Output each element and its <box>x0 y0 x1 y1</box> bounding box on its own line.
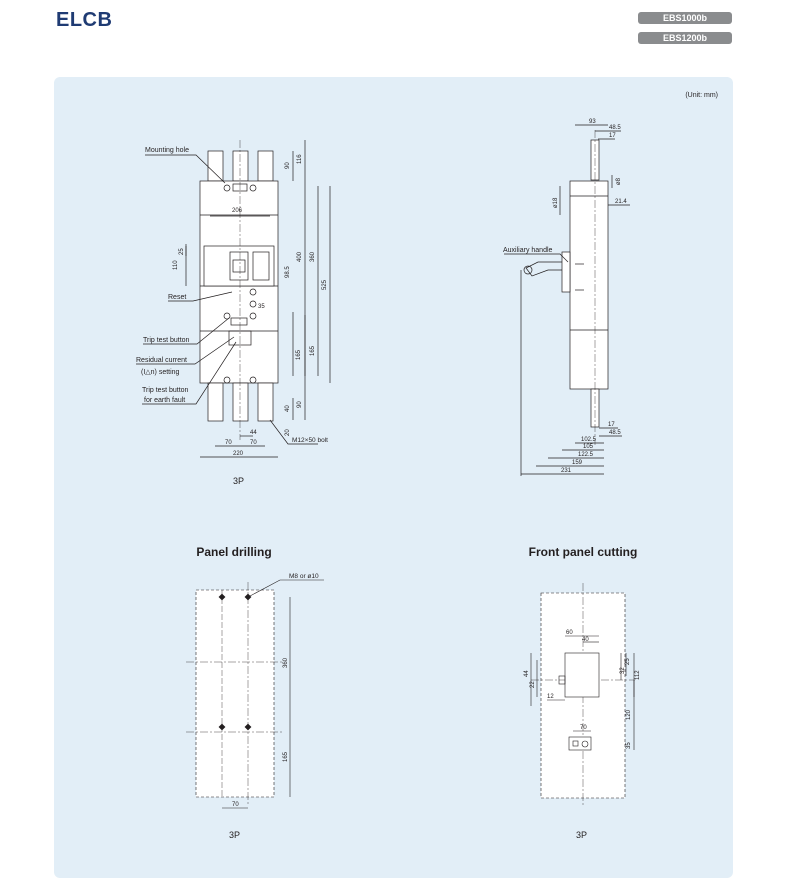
front-view-labels: Mounting hole Reset Trip test button Res… <box>136 147 328 486</box>
dim-159: 159 <box>572 460 583 466</box>
dim-165-a: 165 <box>296 349 302 360</box>
panel-drilling-drawing <box>186 579 324 809</box>
aux-handle-label: Auxiliary handle <box>503 247 553 254</box>
reset-label: Reset <box>168 294 186 301</box>
dim-32-cut: 32 <box>620 667 626 674</box>
dim-98-5: 98.5 <box>285 266 291 278</box>
dim-120-cut: 120 <box>626 709 632 720</box>
dim-90-top: 90 <box>285 162 291 169</box>
model-badge-2: EBS1200b <box>638 32 732 44</box>
unit-note: (Unit: mm) <box>685 92 718 99</box>
dim-105: 105 <box>583 444 594 450</box>
dim-122-5: 122.5 <box>578 452 594 458</box>
panel-drilling-caption: 3P <box>229 830 240 840</box>
model-badge-1: EBS1000b <box>638 12 732 24</box>
dim-70-b: 70 <box>250 440 257 446</box>
dim-70-cut: 70 <box>580 725 587 731</box>
dim-44: 44 <box>250 430 257 436</box>
dim-35-cut: 35 <box>626 742 632 749</box>
dim-360: 360 <box>310 251 316 262</box>
dim-21-4: 21.4 <box>615 199 627 205</box>
panel-drilling-title: Panel drilling <box>196 545 271 559</box>
dim-70-drill: 70 <box>232 802 239 808</box>
dim-25-cut: 25 <box>625 658 631 665</box>
dim-102-5: 102.5 <box>581 437 597 443</box>
dim-93: 93 <box>589 119 596 125</box>
dim-70-a: 70 <box>225 440 232 446</box>
page-title: ELCB <box>56 9 113 31</box>
dim-110: 110 <box>173 260 179 270</box>
dim-360-drill: 360 <box>283 657 289 668</box>
side-view-labels: Auxiliary handle 93 48.5 17 ø8 ø18 21.4 … <box>503 119 627 474</box>
dim-35: 35 <box>258 304 265 310</box>
front-panel-cutting-labels: 60 40 22 44 25 32 112 12 70 120 35 3P <box>524 630 641 840</box>
front-view <box>136 140 331 458</box>
dim-48-5-bottom: 48.5 <box>609 430 621 436</box>
dim-20: 20 <box>285 429 291 436</box>
dim-25: 25 <box>179 248 185 255</box>
dim-40: 40 <box>285 405 291 412</box>
dim-22-cut: 22 <box>530 681 536 688</box>
dim-phi8: ø8 <box>616 177 622 185</box>
front-panel-cutting-title: Front panel cutting <box>529 545 638 559</box>
dim-90-bottom: 90 <box>297 401 303 408</box>
dim-112-cut: 112 <box>635 670 641 680</box>
dim-40-cut: 40 <box>582 637 589 643</box>
residual-current-label: Residual current <box>136 357 187 364</box>
side-view <box>504 124 630 476</box>
earth-trip-label-2: for earth fault <box>144 397 185 404</box>
dim-231: 231 <box>561 468 572 474</box>
dim-220: 220 <box>233 451 244 457</box>
panel-drilling-labels: M8 or ø10 360 165 70 3P <box>229 573 319 840</box>
dim-400: 400 <box>297 251 303 262</box>
front-panel-cutting-drawing <box>530 583 635 806</box>
dim-17-top: 17 <box>609 133 616 139</box>
front-panel-cutting-caption: 3P <box>576 830 587 840</box>
dim-116: 116 <box>297 154 303 164</box>
dim-206: 206 <box>232 208 243 214</box>
dim-165-drill: 165 <box>283 751 289 762</box>
dim-17-bottom: 17 <box>608 422 615 428</box>
mounting-hole-label: Mounting hole <box>145 147 189 154</box>
dim-165-b: 165 <box>310 345 316 356</box>
earth-trip-label-1: Trip test button <box>142 387 189 394</box>
dim-12-cut: 12 <box>547 694 554 700</box>
hole-note: M8 or ø10 <box>289 573 319 580</box>
front-view-caption: 3P <box>233 476 244 486</box>
trip-test-label: Trip test button <box>143 337 190 344</box>
dim-phi18: ø18 <box>553 197 559 208</box>
dim-48-5-top: 48.5 <box>609 125 621 131</box>
dim-44-cut: 44 <box>524 670 530 677</box>
residual-setting-label: (I△n) setting <box>141 369 180 376</box>
bolt-label: M12×50 bolt <box>292 437 328 444</box>
dim-60-cut: 60 <box>566 630 573 636</box>
dim-525: 525 <box>322 279 328 290</box>
